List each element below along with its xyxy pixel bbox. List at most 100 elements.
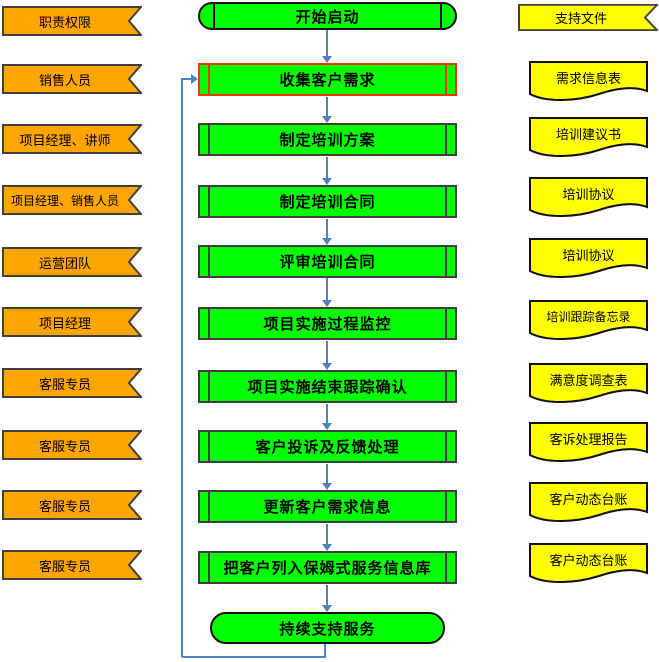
role-banner: 客服专员 — [2, 550, 142, 580]
document-shape: 客诉处理报告 — [529, 422, 648, 464]
loop-connector — [182, 656, 326, 658]
role-banner: 客服专员 — [2, 430, 142, 460]
role-label: 项目经理、销售人员 — [10, 193, 119, 208]
document-shape: 培训协议 — [529, 238, 648, 280]
document-wave — [529, 117, 648, 158]
arrow-down-icon — [322, 423, 332, 430]
start-label: 开始启动 — [295, 9, 360, 26]
arrow-down-icon — [322, 56, 332, 63]
document-label: 客户动态台账 — [549, 491, 628, 507]
step-label: 收集客户需求 — [279, 73, 376, 89]
document-shape: 满意度调查表 — [529, 363, 648, 405]
role-banner: 运营团队 — [2, 247, 142, 277]
process-step: 项目实施结束跟踪确认 — [198, 370, 457, 403]
ribbon-shape — [2, 247, 142, 277]
role-label: 客服专员 — [38, 376, 91, 392]
role-label: 客服专员 — [38, 558, 91, 574]
arrow-down-icon — [322, 605, 332, 612]
document-label: 培训协议 — [562, 186, 615, 202]
step-label: 制定培训合同 — [279, 195, 376, 211]
document-shape: 客户动态台账 — [529, 482, 648, 524]
flow-arrow — [322, 464, 332, 490]
ribbon-shape — [2, 368, 142, 398]
support-docs-label: 支持文件 — [554, 11, 607, 26]
document-wave — [529, 363, 648, 404]
role-banner: 职责权限 — [2, 6, 142, 36]
end-terminator: 持续支持服务 — [210, 612, 445, 644]
role-label: 项目经理、讲师 — [19, 132, 111, 148]
step-label: 项目实施过程监控 — [263, 317, 392, 333]
loop-connector — [181, 78, 183, 657]
ribbon-shape — [2, 490, 142, 520]
role-banner: 项目经理、销售人员 — [2, 185, 142, 215]
process-step: 客户投诉及反馈处理 — [198, 430, 457, 463]
flow-arrow — [322, 30, 332, 63]
document-label: 需求信息表 — [555, 70, 621, 86]
document-shape: 培训协议 — [529, 177, 648, 219]
loop-connector — [324, 644, 326, 657]
role-banner: 销售人员 — [2, 64, 142, 94]
role-label: 客服专员 — [38, 438, 91, 454]
arrow-down-icon — [322, 116, 332, 123]
step-label: 客户投诉及反馈处理 — [255, 440, 400, 456]
document-label: 满意度调查表 — [549, 372, 628, 388]
ribbon-shape — [2, 64, 142, 94]
ribbon-shape — [2, 124, 142, 154]
role-label: 项目经理 — [38, 315, 91, 331]
ribbon-shape — [2, 430, 142, 460]
arrow-down-icon — [322, 363, 332, 370]
ribbon-shape — [518, 4, 658, 31]
role-banner: 项目经理、讲师 — [2, 124, 142, 154]
document-wave — [529, 543, 648, 584]
process-step: 制定培训合同 — [198, 185, 457, 218]
process-step-highlighted: 收集客户需求 — [198, 63, 457, 96]
role-banner: 客服专员 — [2, 490, 142, 520]
flow-arrow — [322, 157, 332, 185]
document-label: 培训建议书 — [555, 126, 621, 142]
process-step: 评审培训合同 — [198, 245, 457, 278]
document-wave — [529, 422, 648, 463]
arrow-down-icon — [322, 178, 332, 185]
flow-arrow — [322, 404, 332, 430]
flow-arrow — [322, 524, 332, 551]
role-label: 职责权限 — [38, 14, 91, 30]
process-step: 项目实施过程监控 — [198, 307, 457, 340]
flow-arrow — [322, 219, 332, 245]
process-step: 把客户列入保姆式服务信息库 — [198, 551, 457, 584]
document-shape: 需求信息表 — [529, 61, 648, 103]
step-label: 评审培训合同 — [279, 255, 376, 271]
document-shape: 客户动态台账 — [529, 543, 648, 585]
process-step: 更新客户需求信息 — [198, 490, 457, 523]
document-wave — [529, 238, 648, 279]
document-shape: 培训建议书 — [529, 117, 648, 159]
document-label: 培训协议 — [562, 247, 615, 263]
flow-arrow — [322, 585, 332, 612]
document-label: 客户动态台账 — [549, 552, 628, 568]
loop-connector — [183, 78, 192, 80]
arrow-right-icon — [191, 74, 198, 84]
document-wave — [529, 61, 648, 102]
process-step: 制定培训方案 — [198, 123, 457, 156]
role-banner: 客服专员 — [2, 368, 142, 398]
flow-arrow — [322, 341, 332, 370]
arrow-down-icon — [322, 483, 332, 490]
document-wave — [529, 482, 648, 523]
arrow-down-icon — [322, 544, 332, 551]
step-label: 项目实施结束跟踪确认 — [247, 380, 408, 396]
step-label: 制定培训方案 — [279, 133, 376, 149]
ribbon-shape — [2, 550, 142, 580]
role-label: 客服专员 — [38, 498, 91, 514]
ribbon-shape — [2, 6, 142, 36]
ribbon-shape — [2, 307, 142, 337]
document-shape: 培训跟踪备忘录 — [529, 300, 648, 342]
role-label: 运营团队 — [38, 255, 91, 271]
document-label: 客诉处理报告 — [549, 431, 628, 447]
end-label: 持续支持服务 — [279, 621, 376, 638]
flow-arrow — [322, 278, 332, 307]
ribbon-shape — [2, 185, 142, 215]
document-wave — [529, 300, 648, 341]
step-label: 更新客户需求信息 — [263, 500, 392, 516]
start-terminator: 开始启动 — [198, 2, 457, 30]
arrow-down-icon — [322, 238, 332, 245]
